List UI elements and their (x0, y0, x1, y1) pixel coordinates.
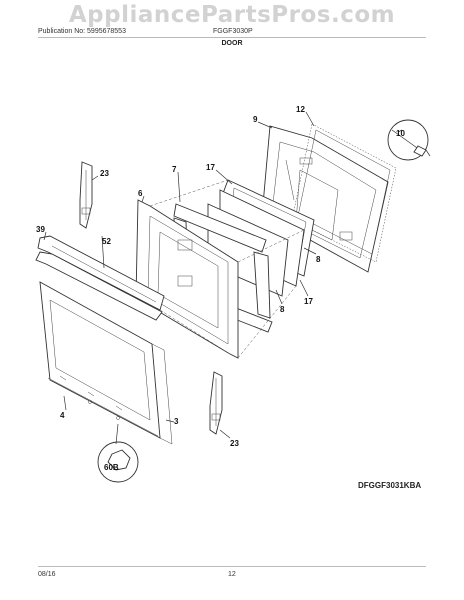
label-part-8-right: 8 (316, 255, 321, 264)
label-part-23-lower: 23 (230, 439, 239, 448)
header-rule (38, 37, 426, 38)
label-part-4: 4 (60, 411, 65, 420)
label-part-7: 7 (172, 165, 177, 174)
door-hinge-upper (79, 161, 93, 229)
label-part-10: 10 (396, 129, 405, 138)
screw-callout-60b (97, 423, 139, 483)
label-part-6: 6 (138, 189, 143, 198)
outer-door-panel (39, 281, 173, 445)
assembly-lines (149, 179, 305, 359)
label-part-39: 39 (36, 225, 45, 234)
screw-callout-10 (387, 119, 431, 161)
label-part-9: 9 (253, 115, 258, 124)
part-labels: 9 12 10 17 7 6 23 39 52 8 8 17 3 4 23 60… (36, 105, 405, 472)
diagram-code: DFGGF3031KBA (358, 481, 422, 490)
door-hinge-lower (209, 371, 223, 435)
label-part-60b: 60B (104, 463, 119, 472)
section-title: DOOR (221, 40, 243, 47)
label-part-3: 3 (174, 417, 179, 426)
label-part-12: 12 (296, 105, 305, 114)
label-part-17-top: 17 (206, 163, 215, 172)
label-part-8-lower: 8 (280, 305, 285, 314)
label-part-52: 52 (102, 237, 111, 246)
door-gasket (291, 123, 397, 263)
label-part-17-lower: 17 (304, 297, 313, 306)
publication-number: Publication No: 5995678553 (38, 28, 126, 35)
footer-rule (38, 566, 426, 567)
footer-date: 08/16 (38, 571, 56, 578)
watermark: AppliancePartsPros.com (68, 2, 396, 28)
page-number: 12 (228, 571, 236, 578)
door-handle (35, 235, 165, 321)
model-number: FGGF3030P (213, 28, 253, 35)
leader-lines (43, 111, 403, 439)
label-part-23-upper: 23 (100, 169, 109, 178)
